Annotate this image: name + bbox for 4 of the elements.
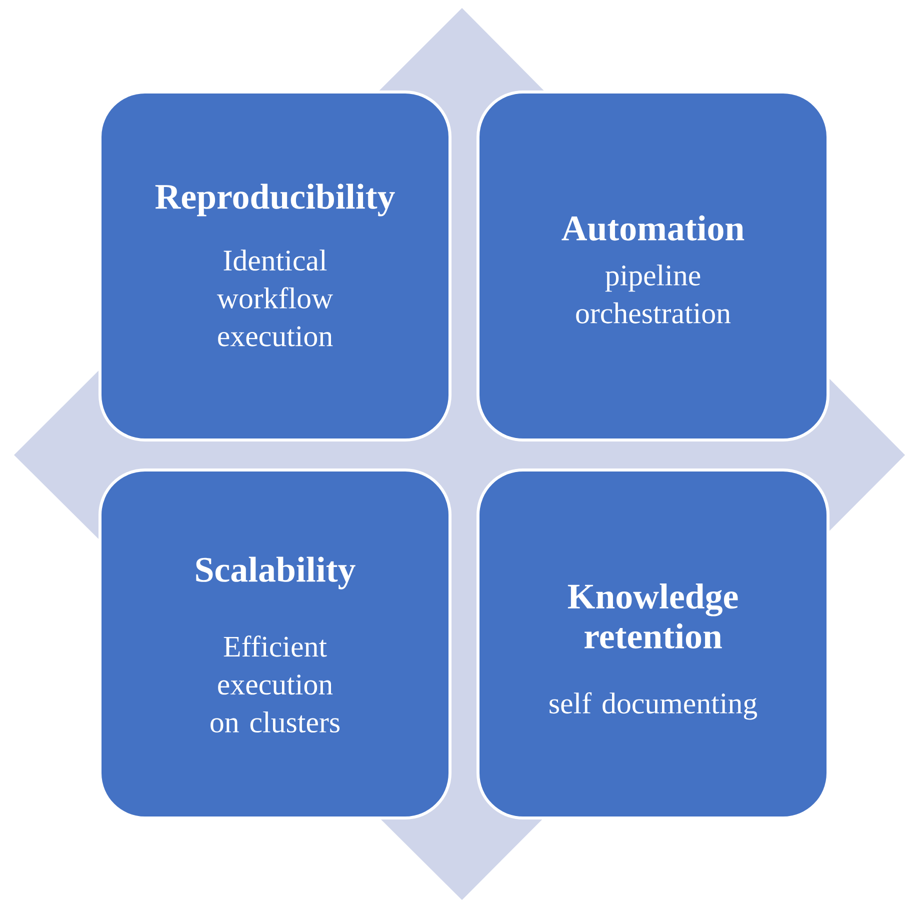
rounded-box: Automation pipeline orchestration [476, 90, 830, 442]
rounded-box: Scalability Efficient execution on clusters [98, 468, 452, 820]
rounded-box: Knowledge retention self documenting [476, 468, 830, 820]
rounded-box: Reproducibility Identical workflow execution [98, 90, 452, 442]
